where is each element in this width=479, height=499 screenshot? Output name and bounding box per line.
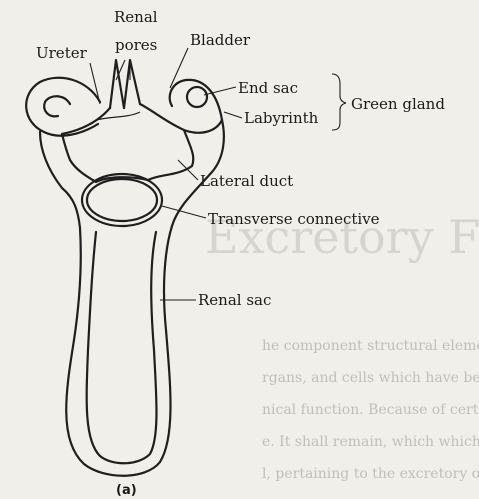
transverse-connective-leader (162, 206, 206, 218)
label-ureter: Ureter (36, 44, 88, 62)
lateral-duct-leader (178, 160, 198, 180)
renal-pore-right (124, 60, 140, 108)
label-lateral-duct: Lateral duct (200, 172, 293, 190)
green-gland-brace (332, 74, 346, 130)
right-end-sac-inner (187, 87, 207, 107)
ureter-leader (90, 63, 100, 104)
label-pores: pores (115, 36, 157, 54)
figure-caption: (a) (116, 483, 137, 498)
background-line-5: l, pertaining to the excretory organ. I (262, 466, 479, 482)
background-text-layer: Excretory F he component structural elem… (205, 210, 479, 482)
green-gland-outline (26, 60, 224, 476)
right-end-sac (170, 80, 222, 120)
background-line-3: nical function. Because of certain m (262, 402, 479, 418)
label-transverse-connective: Transverse connective (208, 210, 380, 228)
transverse-connective-ring (82, 174, 162, 226)
label-green-gland: Green gland (351, 95, 445, 113)
label-labyrinth: Labyrinth (244, 109, 319, 127)
left-end-sac-inner (44, 96, 70, 116)
label-renal: Renal (114, 8, 158, 26)
right-end-sac-lower (184, 120, 222, 133)
background-line-4: e. It shall remain, which which (262, 434, 479, 450)
transverse-connective-inner (87, 179, 157, 221)
outer-envelope (40, 120, 224, 476)
background-line-2: rgans, and cells which have been l (262, 370, 479, 386)
labyrinth-leader (224, 112, 242, 118)
label-renal-sac: Renal sac (198, 291, 271, 309)
left-end-sac (26, 78, 100, 136)
label-bladder: Bladder (190, 31, 251, 49)
label-end-sac: End sac (238, 79, 298, 97)
renal-sac-inner-wall (87, 232, 157, 463)
background-line-1: he component structural elements o (262, 338, 479, 354)
